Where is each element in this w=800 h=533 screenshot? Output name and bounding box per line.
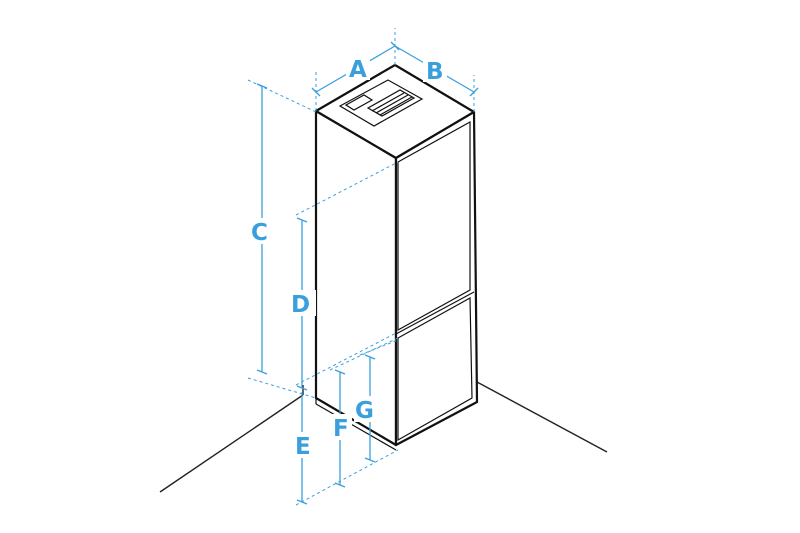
upper-door: [397, 120, 471, 332]
dimension-label-e: E: [295, 434, 311, 460]
lower-door: [397, 296, 473, 442]
dimension-label-f: F: [333, 416, 349, 442]
vent-grille: [338, 79, 424, 127]
dimension-label-g: G: [355, 398, 374, 424]
refrigerator: [314, 63, 479, 451]
dimension-label-a: A: [349, 57, 367, 83]
dimension-label-c: C: [251, 220, 268, 246]
dimension-label-b: B: [426, 59, 444, 85]
fridge-front-panel: [394, 110, 479, 447]
floor-lines: [159, 381, 608, 493]
dimension-label-d: D: [291, 292, 310, 318]
fridge-side-panel: [314, 109, 398, 447]
